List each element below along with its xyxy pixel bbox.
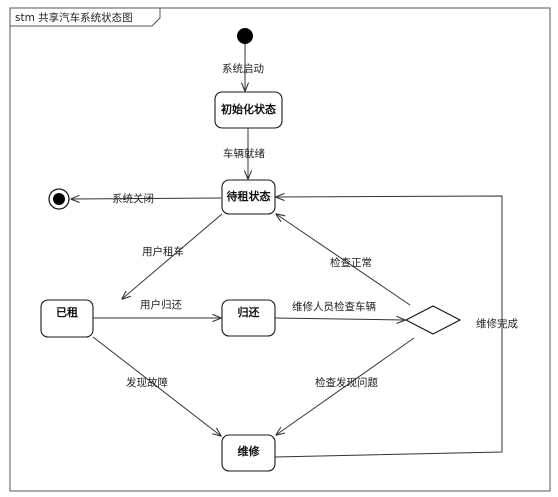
state-rented-label: 已租: [56, 306, 78, 319]
edge-ok: [276, 214, 411, 306]
edge-inspect-label: 维修人员检查车辆: [292, 300, 376, 313]
state-init[interactable]: 初始化状态: [214, 91, 283, 129]
state-repair-label: 维修: [238, 444, 261, 458]
frame-label: stm 共享汽车系统状态图: [15, 11, 133, 24]
state-init-label: 初始化状态: [221, 102, 276, 116]
state-waiting[interactable]: 待租状态: [221, 179, 276, 215]
edge-ok-label: 检查正常: [330, 256, 372, 269]
edge-problem-label: 检查发现问题: [315, 376, 378, 389]
edge-problem: [276, 337, 415, 435]
frame-label-tab: [10, 8, 161, 27]
edge-rent-label: 用户租车: [142, 245, 184, 258]
final-state: [48, 188, 70, 210]
edge-start-label: 系统启动: [222, 62, 264, 75]
state-returned[interactable]: 归还: [221, 299, 276, 337]
initial-state-dot: [237, 28, 253, 44]
state-repair[interactable]: 维修: [221, 434, 276, 472]
edge-fault: [92, 336, 221, 436]
edge-fault-label: 发现故障: [126, 376, 168, 389]
state-returned-label: 归还: [238, 305, 261, 319]
edge-shutdown-label: 系统关闭: [112, 192, 154, 205]
edge-rent: [122, 213, 223, 299]
state-waiting-label: 待租状态: [226, 189, 271, 203]
decision-node[interactable]: [404, 305, 462, 335]
edge-inspect: [274, 318, 405, 320]
edge-ready-label: 车辆就绪: [223, 147, 265, 160]
edge-return-label: 用户归还: [140, 298, 182, 311]
edge-repaired-label: 维修完成: [476, 317, 518, 330]
edge-repaired: [274, 196, 503, 458]
state-rented[interactable]: 已租: [40, 299, 94, 338]
diagram-frame: [9, 7, 551, 492]
edge-shutdown: [71, 198, 222, 199]
